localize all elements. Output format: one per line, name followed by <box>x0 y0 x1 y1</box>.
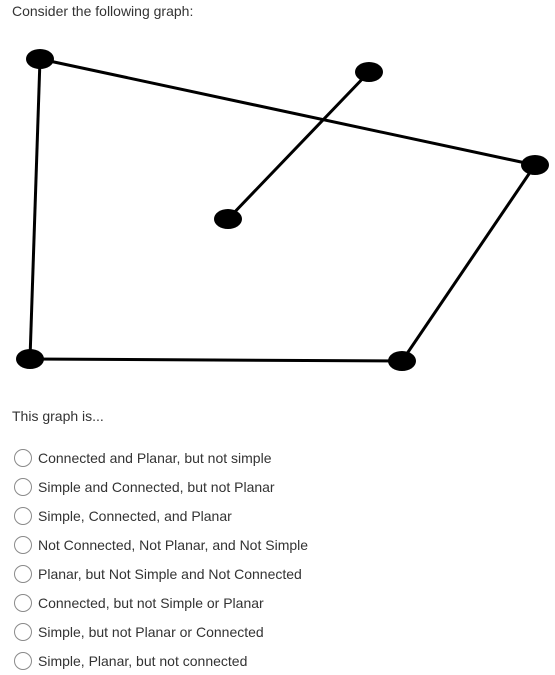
radio-button[interactable] <box>14 535 32 554</box>
graph-edge-bottomleft-bottomright <box>29 357 403 363</box>
answer-option-label[interactable]: Simple, Planar, but not connected <box>38 652 248 669</box>
answer-option[interactable]: Connected, but not Simple or Planar <box>14 588 308 617</box>
answer-option-label[interactable]: Simple, but not Planar or Connected <box>38 623 264 640</box>
graph-node-bottom-right <box>388 351 416 371</box>
radio-button[interactable] <box>14 564 32 583</box>
graph-node-top-left <box>26 49 54 69</box>
answer-option[interactable]: Connected and Planar, but not simple <box>14 443 308 472</box>
graph-edge-topleft-bottomleft <box>28 58 42 360</box>
question-stem: This graph is... <box>12 408 104 424</box>
answer-option[interactable]: Simple, Planar, but not connected <box>14 646 308 675</box>
graph-edge-topleft-right <box>39 57 536 167</box>
radio-button[interactable] <box>14 593 32 612</box>
graph-node-top-middle <box>355 62 383 82</box>
answer-option-label[interactable]: Connected and Planar, but not simple <box>38 449 272 466</box>
graph-edge-topmiddle-middle <box>226 70 371 221</box>
question-prompt: Consider the following graph: <box>12 3 194 19</box>
answer-option[interactable]: Planar, but Not Simple and Not Connected <box>14 559 308 588</box>
radio-button[interactable] <box>14 651 32 670</box>
graph-figure <box>0 40 555 380</box>
answer-option-label[interactable]: Not Connected, Not Planar, and Not Simpl… <box>38 536 309 553</box>
answer-option[interactable]: Simple, Connected, and Planar <box>14 501 308 530</box>
radio-button[interactable] <box>14 448 32 467</box>
radio-button[interactable] <box>14 506 32 525</box>
graph-edge-bottomright-right <box>400 164 537 362</box>
graph-node-right <box>521 155 549 175</box>
answer-option[interactable]: Simple, but not Planar or Connected <box>14 617 308 646</box>
answer-option[interactable]: Simple and Connected, but not Planar <box>14 472 308 501</box>
graph-node-bottom-left <box>16 349 44 369</box>
answer-options: Connected and Planar, but not simple Sim… <box>14 443 308 675</box>
graph-drawing <box>16 49 549 371</box>
radio-button[interactable] <box>14 477 32 496</box>
answer-option-label[interactable]: Planar, but Not Simple and Not Connected <box>38 565 302 582</box>
answer-option-label[interactable]: Simple and Connected, but not Planar <box>38 478 275 495</box>
answer-option-label[interactable]: Simple, Connected, and Planar <box>38 507 232 524</box>
radio-button[interactable] <box>14 622 32 641</box>
answer-option[interactable]: Not Connected, Not Planar, and Not Simpl… <box>14 530 308 559</box>
answer-option-label[interactable]: Connected, but not Simple or Planar <box>38 594 264 611</box>
graph-node-middle <box>214 209 242 229</box>
